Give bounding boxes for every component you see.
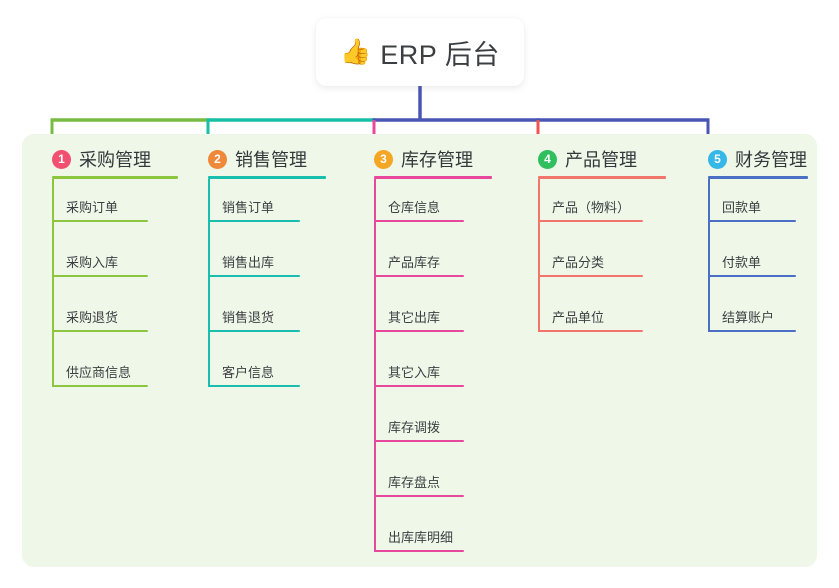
branch-underline [374, 176, 492, 179]
branch-item[interactable]: 采购退货 [52, 302, 148, 332]
branch-title: 采购管理 [79, 150, 151, 170]
branch-spine [52, 179, 54, 387]
branch-header-1[interactable]: 1 采购管理 [52, 146, 151, 172]
branch-item-underline [708, 275, 796, 277]
branch-item-label: 库存调拨 [388, 420, 441, 435]
branch-item[interactable]: 出库库明细 [374, 522, 464, 552]
branch-item-label: 销售出库 [222, 255, 275, 270]
branch-item-underline [52, 385, 148, 387]
branch-title: 财务管理 [735, 150, 807, 170]
branch-item-underline [208, 220, 300, 222]
branch-spine [538, 179, 540, 332]
branch-item-label: 产品分类 [552, 255, 605, 270]
branch-item[interactable]: 回款单 [708, 192, 796, 222]
branch-item[interactable]: 结算账户 [708, 302, 796, 332]
branch-item-underline [374, 330, 464, 332]
branch-item[interactable]: 仓库信息 [374, 192, 464, 222]
branch-number-badge: 2 [208, 149, 227, 169]
branch-underline [538, 176, 666, 179]
branch-item-underline [52, 220, 148, 222]
branch-item-underline [374, 220, 464, 222]
branch-item[interactable]: 销售退货 [208, 302, 300, 332]
branch-item[interactable]: 客户信息 [208, 357, 300, 387]
branch-item-underline [538, 220, 643, 222]
branch-item-label: 出库库明细 [388, 530, 454, 545]
branch-item[interactable]: 销售订单 [208, 192, 300, 222]
branch-title: 库存管理 [401, 150, 473, 170]
branch-item-label: 产品单位 [552, 310, 605, 325]
branch-item-underline [52, 330, 148, 332]
branch-item-label: 产品库存 [388, 255, 441, 270]
branch-item-label: 采购退货 [66, 310, 119, 325]
branch-header-2[interactable]: 2 销售管理 [208, 146, 307, 172]
branch-item-label: 供应商信息 [66, 365, 132, 380]
branch-item[interactable]: 付款单 [708, 247, 796, 277]
branch-item-label: 其它出库 [388, 310, 441, 325]
branch-item-label: 采购入库 [66, 255, 119, 270]
branch-item[interactable]: 销售出库 [208, 247, 300, 277]
branch-item-underline [374, 440, 464, 442]
branch-number-badge: 4 [538, 149, 557, 169]
branch-item-label: 产品（物料） [552, 200, 631, 215]
branch-item[interactable]: 采购入库 [52, 247, 148, 277]
branch-item-label: 库存盘点 [388, 475, 441, 490]
branch-item-label: 采购订单 [66, 200, 119, 215]
branch-header-4[interactable]: 4 产品管理 [538, 146, 637, 172]
branch-item[interactable]: 采购订单 [52, 192, 148, 222]
branch-underline [52, 176, 178, 179]
branch-item-label: 结算账户 [722, 310, 775, 325]
branch-item-label: 回款单 [722, 200, 762, 215]
branch-item-label: 付款单 [722, 255, 762, 270]
branch-item-underline [374, 495, 464, 497]
branch-item-label: 客户信息 [222, 365, 275, 380]
branch-title: 产品管理 [565, 150, 637, 170]
branch-item-label: 其它入库 [388, 365, 441, 380]
branch-item-underline [538, 275, 643, 277]
branch-spine [208, 179, 210, 387]
branch-item-underline [708, 330, 796, 332]
branches-panel [22, 134, 817, 567]
branch-item[interactable]: 产品分类 [538, 247, 643, 277]
branch-item-underline [208, 385, 300, 387]
branch-item[interactable]: 库存调拨 [374, 412, 464, 442]
branch-item[interactable]: 产品单位 [538, 302, 643, 332]
branch-item-underline [208, 275, 300, 277]
branch-item[interactable]: 产品（物料） [538, 192, 643, 222]
branch-item-label: 销售订单 [222, 200, 275, 215]
root-title: ERP 后台 [380, 39, 500, 70]
thumbs-up-icon: 👍 [340, 37, 372, 66]
branch-item-underline [208, 330, 300, 332]
branch-header-3[interactable]: 3 库存管理 [374, 146, 473, 172]
branch-item[interactable]: 产品库存 [374, 247, 464, 277]
branch-item-label: 仓库信息 [388, 200, 441, 215]
branch-underline [208, 176, 326, 179]
branch-number-badge: 5 [708, 149, 727, 169]
branch-item-underline [374, 550, 464, 552]
branch-number-badge: 1 [52, 149, 71, 169]
branch-item[interactable]: 其它出库 [374, 302, 464, 332]
branch-item[interactable]: 库存盘点 [374, 467, 464, 497]
branch-underline [708, 176, 808, 179]
branch-columns: 1 采购管理采购订单采购入库采购退货供应商信息 2 销售管理销售订单销售出库销售退货客… [22, 134, 817, 567]
branch-item-underline [538, 330, 643, 332]
branch-item-label: 销售退货 [222, 310, 275, 325]
branch-item-underline [374, 275, 464, 277]
root-node-card[interactable]: 👍 ERP 后台 [316, 18, 524, 86]
branch-item[interactable]: 供应商信息 [52, 357, 148, 387]
branch-title: 销售管理 [235, 150, 307, 170]
branch-item-underline [374, 385, 464, 387]
branch-number-badge: 3 [374, 149, 393, 169]
branch-item-underline [52, 275, 148, 277]
branch-item-underline [708, 220, 796, 222]
branch-header-5[interactable]: 5 财务管理 [708, 146, 807, 172]
branch-spine [374, 179, 376, 552]
branch-spine [708, 179, 710, 332]
branch-item[interactable]: 其它入库 [374, 357, 464, 387]
